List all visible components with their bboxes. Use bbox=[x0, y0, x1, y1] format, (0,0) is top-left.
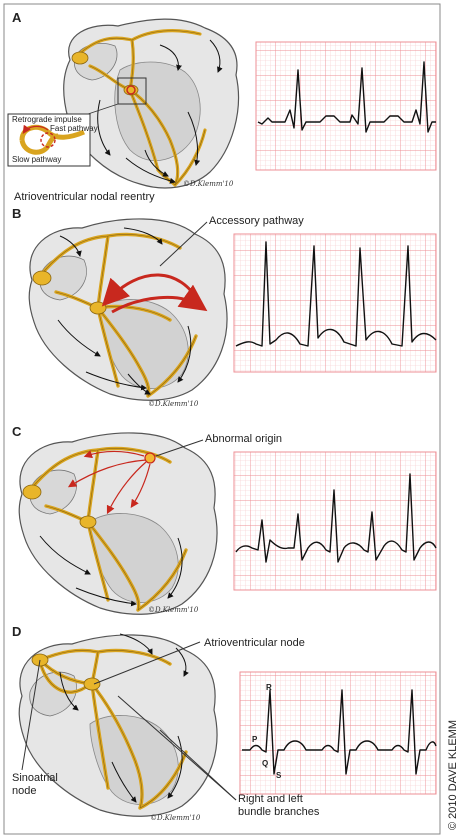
inset-retrograde-label: Retrograde impulse bbox=[12, 115, 82, 124]
ecg-strip-c bbox=[233, 451, 437, 591]
callout-abnormal-origin: Abnormal origin bbox=[205, 433, 282, 445]
ecg-strip-d: P Q R S bbox=[239, 671, 437, 795]
callout-accessory-pathway: Accessory pathway bbox=[209, 215, 304, 227]
signature-d: ©D.Klemm'10 bbox=[150, 814, 201, 822]
wave-label-r: R bbox=[266, 683, 272, 692]
signature-b: ©D.Klemm'10 bbox=[148, 400, 199, 408]
inset-fast-pathway-label: Fast pathway bbox=[50, 124, 98, 133]
wave-label-p: P bbox=[252, 735, 258, 744]
ecg-trace-b bbox=[235, 241, 437, 347]
wave-label-q: Q bbox=[262, 759, 268, 768]
inset-reentry-circuit: Retrograde impulse Fast pathway Slow pat… bbox=[7, 103, 119, 167]
heart-illustration-c bbox=[18, 432, 218, 615]
wave-label-s: S bbox=[276, 771, 282, 780]
callout-sa-node-line1: Sinoatrial bbox=[12, 772, 58, 784]
heart-illustration-b bbox=[28, 218, 228, 401]
callout-sa-node-line2: node bbox=[12, 785, 36, 797]
copyright-notice: © 2010 DAVE KLEMM bbox=[447, 720, 459, 830]
panel-c: C Abnormal origin ©D.Klemm'10 bbox=[12, 424, 437, 615]
ecg-strip-a bbox=[255, 41, 437, 171]
panel-d: D Atrioventricular node Sinoatrial node … bbox=[12, 624, 437, 822]
ecg-trace-c bbox=[235, 473, 437, 563]
panel-d-letter: D bbox=[12, 624, 21, 639]
signature-a: ©D.Klemm'10 bbox=[183, 180, 234, 188]
panel-c-letter: C bbox=[12, 424, 22, 439]
ecg-strip-b bbox=[233, 233, 437, 373]
callout-bundle-branches-line1: Right and left bbox=[238, 793, 303, 805]
ecg-trace-a bbox=[257, 61, 436, 133]
panel-b: B Accessory pathway ©D.Klemm'10 bbox=[12, 206, 437, 408]
callout-bundle-branches-line2: bundle branches bbox=[238, 806, 320, 818]
heart-illustration-a bbox=[63, 18, 240, 189]
signature-c: ©D.Klemm'10 bbox=[148, 606, 199, 614]
panel-b-letter: B bbox=[12, 206, 21, 221]
inset-slow-pathway-label: Slow pathway bbox=[12, 155, 61, 164]
ecg-trace-d bbox=[242, 689, 437, 775]
callout-av-node: Atrioventricular node bbox=[204, 637, 305, 649]
panel-a: A Retrograde impulse bbox=[7, 10, 437, 203]
panel-a-letter: A bbox=[12, 10, 22, 25]
caption-a: Atrioventricular nodal reentry bbox=[14, 191, 155, 203]
